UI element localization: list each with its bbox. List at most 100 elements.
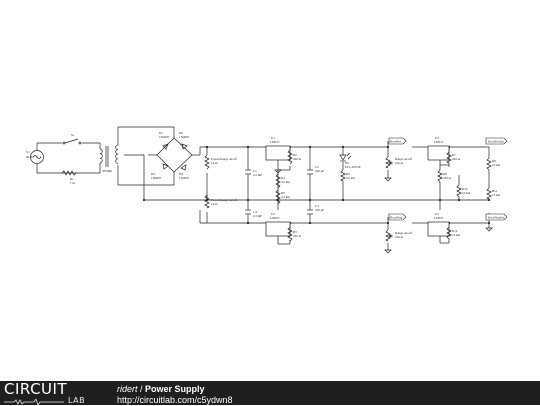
v1-value: 60 Hz: [26, 155, 34, 159]
d1-label: D1: [159, 131, 163, 135]
meta-separator: /: [137, 384, 146, 394]
load2-label: Powerchange on/off: [211, 198, 238, 202]
c4-label: C4: [253, 210, 257, 214]
r3-value: 240 Ω: [293, 234, 302, 238]
u2-label: U2: [271, 212, 275, 216]
resistor-r8: R8 240 Ω: [437, 169, 452, 183]
pot-2: Range on/off 10k Ω: [385, 229, 413, 242]
footer-bar: CIRCUIT LAB ridert / Power Supply http:/…: [0, 381, 540, 405]
ac-source-v1: V1 60 Hz: [26, 150, 44, 164]
d3-label: D3: [151, 172, 155, 176]
boost-pos-out-text: BoostPosOut: [488, 140, 504, 144]
resistor-r7: R7 240 Ω: [446, 151, 461, 164]
r4-value: 4.5 kΩ: [281, 180, 290, 184]
d1-value: 1N4007: [159, 135, 170, 139]
resistor-r6: R6 4.5 kΩ: [340, 169, 355, 182]
circuit-meta: ridert / Power Supply http://circuitlab.…: [117, 384, 233, 406]
pot2-value: 10k Ω: [395, 235, 404, 239]
switch-s1: S1: [62, 133, 82, 145]
circuit-url-link[interactable]: http://circuitlab.com/c5ydwn8: [117, 395, 233, 405]
bridge-rectifier: D1 1N4007 D2 1N4007 D3 1N4007 D4 1N4007: [151, 131, 193, 180]
schematic-diagram: V1 60 Hz S1 R1 1 Ω XFMR1 D1 1N4007 D2 1N…: [26, 126, 508, 254]
pot1-value: 10k Ω: [395, 161, 404, 165]
d2-label: D2: [179, 131, 183, 135]
circuit-title[interactable]: Power Supply: [145, 384, 205, 394]
r1-value: 1 Ω: [70, 181, 75, 185]
u3-value: LM317: [434, 140, 444, 144]
ground-symbols: [274, 169, 493, 254]
capacitor-c4: C4 2.2 mF: [245, 209, 262, 218]
capacitor-c2: C2 220 µF: [307, 165, 324, 175]
r9-label: R9: [492, 159, 496, 163]
led-d5: D5 LTL-307GE: [339, 152, 361, 169]
r3-label: R3: [293, 230, 297, 234]
load1-value: 1k Ω: [211, 161, 218, 165]
logo-circuit-text: CIRCUIT: [4, 380, 68, 398]
c3-value: 220 µF: [315, 208, 324, 212]
c1-value: 2.2 mF: [253, 173, 262, 177]
regulator-u3: U3 LM317: [427, 136, 450, 161]
regulator-u4: U4 LM337: [427, 212, 450, 237]
xfmr-label: XFMR1: [102, 169, 113, 173]
r7-label: R7: [452, 153, 456, 157]
pot2-label: Range on/off: [395, 231, 413, 235]
flag-boost-neg-out: BoostNegOut: [485, 213, 508, 221]
resistor-r10: R10 10 kΩ: [456, 184, 471, 198]
r5-label: R5: [281, 191, 285, 195]
s1-label: S1: [71, 133, 75, 137]
r6-value: 4.5 kΩ: [346, 176, 355, 180]
r10-value: 10 kΩ: [462, 191, 471, 195]
capacitor-c3: C3 220 µF: [307, 204, 324, 215]
d3-value: 1N4007: [151, 176, 162, 180]
r2-value: 240 Ω: [293, 157, 302, 161]
load-resistor-1: Powerchange on/off 1k Ω: [204, 154, 238, 170]
d5-label: D5: [345, 161, 349, 165]
r2-label: R2: [293, 153, 297, 157]
resistor-r9: R9 10 kΩ: [486, 157, 501, 171]
pot1-label: Range on/off: [395, 157, 413, 161]
u2-value: LM337: [270, 216, 280, 220]
c4-value: 2.2 mF: [253, 214, 262, 218]
transformer-xfmr1: XFMR1: [99, 144, 119, 173]
r1-label: R1: [70, 177, 74, 181]
resistor-r2: R2 240 Ω: [287, 149, 302, 165]
u3-label: U3: [435, 136, 439, 140]
resistor-r3: R3 240 Ω: [287, 226, 302, 242]
r10-label: R10: [462, 187, 468, 191]
u4-label: U4: [435, 212, 439, 216]
flag-boost-neg: BoostNeg: [387, 213, 407, 223]
pot-1: Range on/off 10k Ω: [385, 156, 413, 169]
r4-label: R4: [281, 176, 285, 180]
resistor-r12: R12 10 kΩ: [446, 226, 461, 240]
resistor-r1: R1 1 Ω: [61, 170, 77, 185]
capacitor-c1: C1 2.2 mF: [245, 169, 262, 177]
r9-value: 10 kΩ: [492, 163, 501, 167]
load-resistor-2: Powerchange on/off 1k Ω: [204, 194, 238, 209]
boost-neg-out-text: BoostNegOut: [488, 216, 505, 220]
u1-label: U1: [271, 136, 275, 140]
wires: [36, 126, 490, 250]
logo-lab-text: LAB: [68, 396, 86, 405]
c2-label: C2: [315, 165, 319, 169]
r11-label: R11: [492, 189, 498, 193]
d5-value: LTL-307GE: [345, 165, 361, 169]
regulator-u2: U2 LM337: [265, 212, 291, 237]
r7-value: 240 Ω: [452, 157, 461, 161]
load2-value: 1k Ω: [211, 202, 218, 206]
u1-value: LM317: [270, 140, 280, 144]
r8-label: R8: [443, 172, 447, 176]
boost-pos-text: BoostPos: [390, 140, 402, 144]
boost-neg-text: BoostNeg: [390, 216, 403, 220]
r12-value: 10 kΩ: [452, 233, 461, 237]
r11-value: 10 kΩ: [492, 193, 501, 197]
v1-label: V1: [26, 150, 30, 154]
c3-label: C3: [315, 204, 319, 208]
flag-boost-pos-out: BoostPosOut: [485, 137, 508, 145]
author-link[interactable]: ridert: [117, 384, 138, 394]
u4-value: LM337: [434, 216, 444, 220]
resistor-r11: R11 10 kΩ: [486, 187, 501, 200]
resistor-r4: R4 4.5 kΩ: [275, 173, 290, 189]
regulator-u1: U1 LM317: [265, 136, 291, 161]
load1-label: Powerchange on/off: [211, 157, 238, 161]
r8-value: 240 Ω: [443, 176, 452, 180]
